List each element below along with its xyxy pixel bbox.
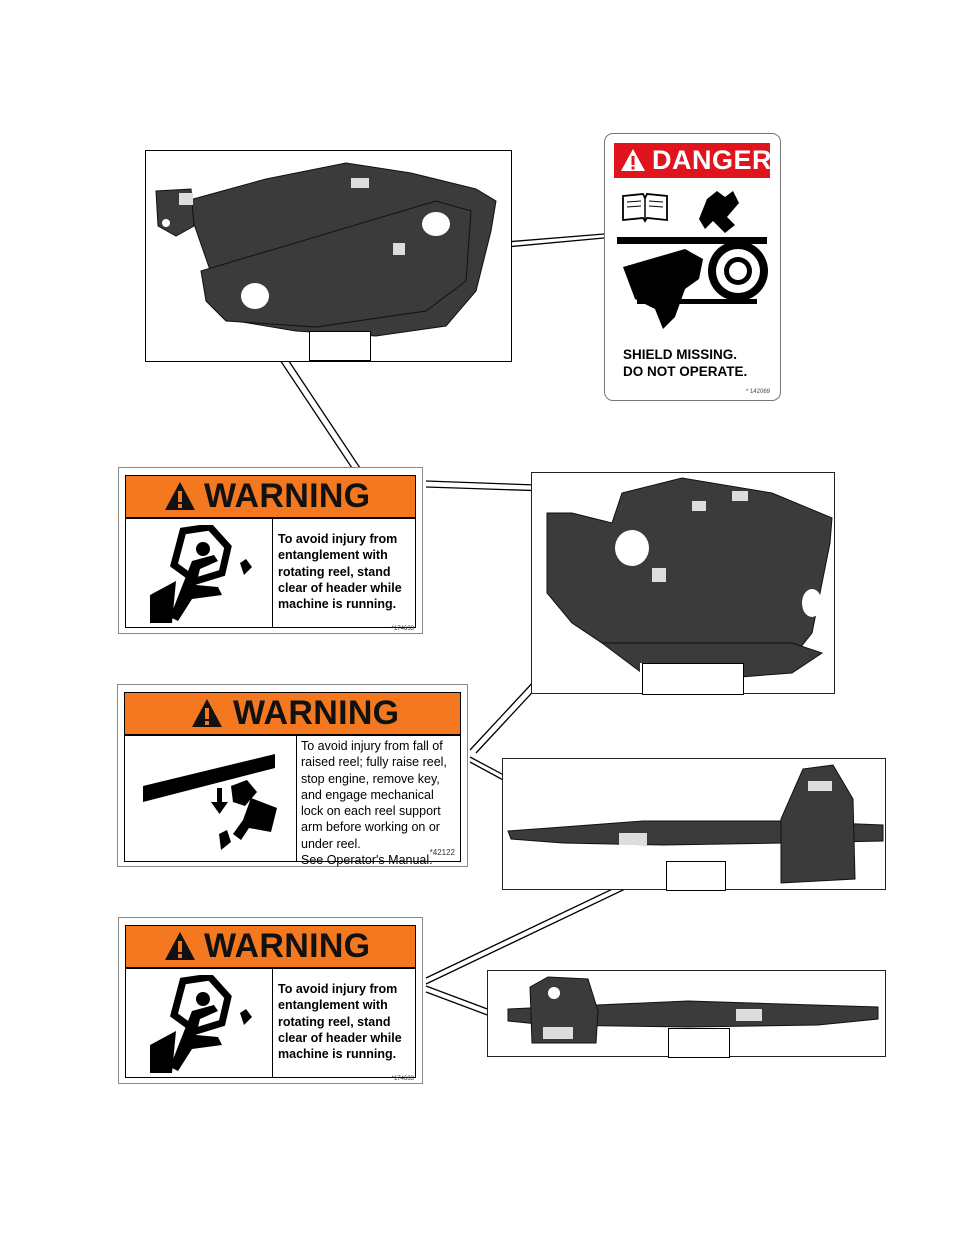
warning-triangle-icon bbox=[621, 149, 645, 171]
reel-arm-illustration bbox=[507, 764, 884, 884]
figure-callout-box bbox=[666, 861, 726, 891]
danger-decal: DANGER SHIELD MISSING. DO NOT OPERATE. *… bbox=[604, 133, 781, 401]
warning-header: WARNING bbox=[125, 475, 416, 518]
warning-divider bbox=[272, 969, 273, 1077]
warning-signal-word: WARNING bbox=[233, 694, 400, 732]
warning-signal-word: WARNING bbox=[204, 477, 371, 515]
warning-triangle-icon bbox=[165, 932, 195, 960]
side-frame-illustration bbox=[155, 162, 497, 337]
reel-arm-view-2 bbox=[487, 970, 886, 1058]
warning-decal-entanglement-top: WARNING To avoid injury from entanglemen… bbox=[118, 467, 423, 634]
warning-decal-raised-reel: WARNING To avoid injury from fall of rai… bbox=[117, 684, 468, 867]
warning-part-number: *42122 bbox=[429, 848, 455, 857]
warning-part-number: *174633 bbox=[391, 1076, 414, 1082]
warning-part-number: *174633 bbox=[391, 626, 414, 632]
warning-divider bbox=[296, 736, 297, 861]
figure-callout-box bbox=[668, 1028, 730, 1058]
falling-reel-icon bbox=[143, 754, 277, 850]
side-frame-view-1 bbox=[145, 150, 512, 362]
reel-arm-view-1 bbox=[502, 758, 886, 891]
figure-callout-box bbox=[309, 331, 371, 361]
warning-triangle-icon bbox=[192, 699, 222, 727]
warning-body: To avoid injury from fall of raised reel… bbox=[124, 735, 461, 867]
reel-arm-illustration bbox=[507, 976, 879, 1044]
warning-header: WARNING bbox=[124, 692, 461, 735]
warning-divider bbox=[272, 519, 273, 627]
side-frame-illustration bbox=[546, 477, 833, 688]
warning-triangle-icon bbox=[165, 482, 195, 510]
warning-body: To avoid injury from entanglement with r… bbox=[125, 518, 416, 628]
reel-entanglement-icon bbox=[150, 525, 252, 623]
hand-entanglement-icon bbox=[617, 191, 768, 329]
warning-message: To avoid injury from entanglement with r… bbox=[278, 982, 402, 1062]
side-frame-view-2 bbox=[531, 472, 835, 695]
warning-decal-entanglement-bottom: WARNING To avoid injury from entanglemen… bbox=[118, 917, 423, 1084]
warning-message: To avoid injury from entanglement with r… bbox=[278, 532, 402, 612]
figure-callout-box bbox=[642, 663, 744, 695]
warning-signal-word: WARNING bbox=[204, 927, 371, 965]
danger-signal-word: DANGER bbox=[652, 145, 773, 175]
warning-header: WARNING bbox=[125, 925, 416, 968]
danger-part-number: * 142069 bbox=[745, 389, 770, 395]
danger-header: DANGER bbox=[614, 143, 773, 178]
warning-body: To avoid injury from entanglement with r… bbox=[125, 968, 416, 1078]
reel-entanglement-icon bbox=[150, 975, 252, 1073]
warning-message: To avoid injury from fall of raised reel… bbox=[301, 739, 447, 868]
manual-book-icon bbox=[622, 193, 668, 223]
danger-message: SHIELD MISSING. DO NOT OPERATE. bbox=[623, 347, 748, 379]
